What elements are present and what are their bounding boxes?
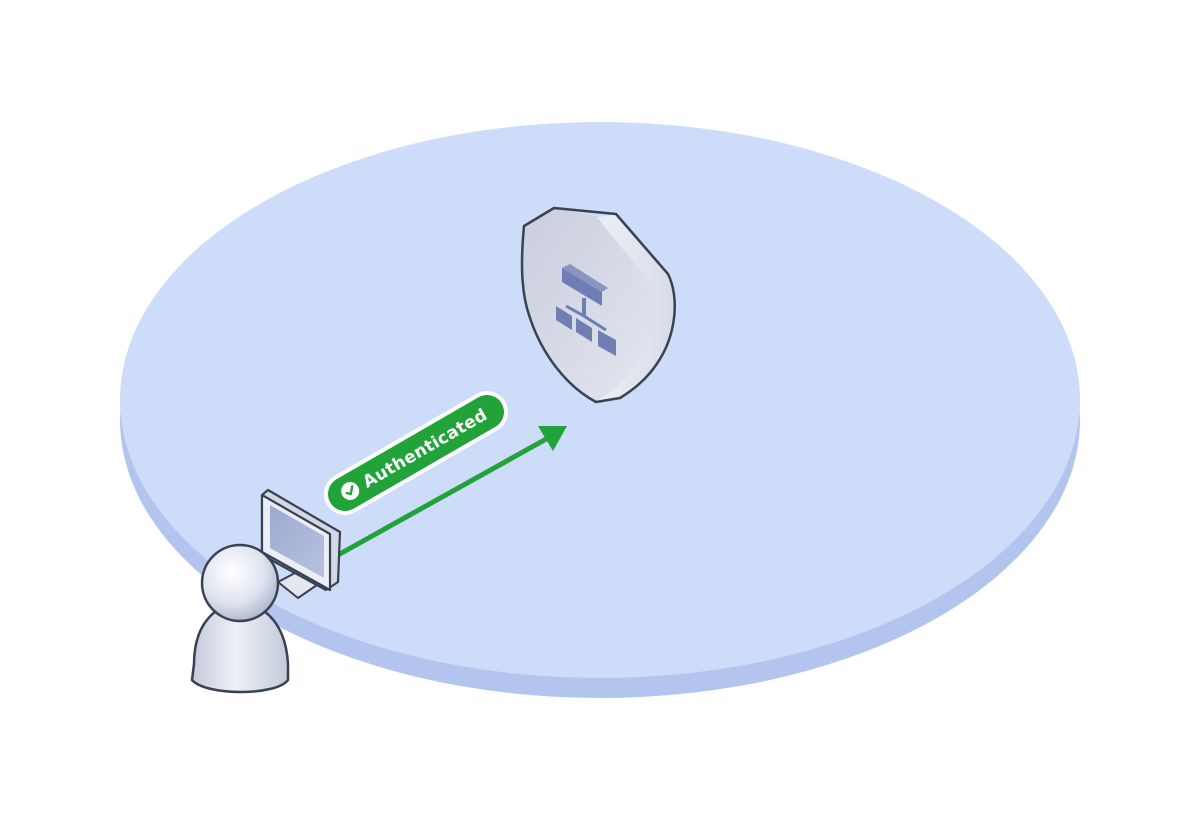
user-head [200, 543, 280, 623]
shield-side [596, 214, 675, 402]
user-icon[interactable] [190, 543, 290, 694]
arrow-icon [538, 426, 567, 451]
badge-pill [327, 395, 505, 511]
shield-face [522, 208, 653, 400]
auth-connection-arrow [335, 426, 567, 558]
user-body [190, 602, 290, 694]
workstation-monitor[interactable] [260, 488, 342, 599]
shield-outline [520, 206, 676, 404]
arrow-shaft [335, 435, 551, 558]
check-circle-icon [341, 482, 360, 500]
monitor-icon [270, 505, 324, 578]
network-hierarchy-icon [556, 264, 616, 356]
gateway-shield[interactable] [520, 206, 676, 404]
